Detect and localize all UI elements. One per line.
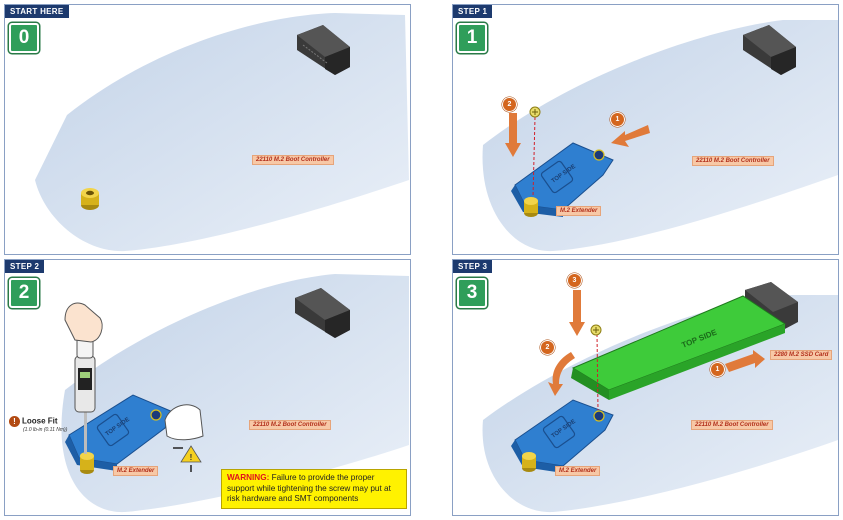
ssd-card-icon [571, 295, 787, 400]
standoff-icon [522, 452, 536, 472]
background-board [35, 13, 409, 252]
panel-step-2: STEP 2 2 TOP SIDE [4, 259, 411, 516]
alignment-line [596, 333, 599, 411]
extender-label: M.2 Extender [555, 466, 601, 476]
loose-fit-note: !Loose Fit (1.0 lb-in (0.11 Nm)) [9, 416, 67, 433]
extender-label: M.2 Extender [556, 206, 602, 216]
warning-triangle-icon: ! [180, 445, 202, 463]
standoff-icon [524, 197, 538, 217]
screw-icon [590, 324, 602, 336]
m2-extender-icon [65, 394, 174, 471]
svg-text:!: ! [190, 453, 193, 462]
standoff-icon [80, 452, 94, 474]
arrow-down-icon [505, 113, 521, 157]
step-number: 2 [9, 278, 39, 308]
step-number: 1 [457, 23, 487, 53]
m2-connector-icon [295, 288, 350, 338]
screw-icon [529, 106, 541, 118]
ssd-label: 2280 M.2 SSD Card [770, 350, 833, 360]
panel-2-art: TOP SIDE ! [64, 288, 350, 474]
background-board [61, 274, 410, 513]
controller-label: 22110 M.2 Boot Controller [249, 420, 331, 430]
controller-label: 22110 M.2 Boot Controller [691, 420, 773, 430]
badge-2: 2 [502, 97, 517, 112]
loose-fit-torque: (1.0 lb-in (0.11 Nm)) [23, 427, 68, 433]
step-number: 0 [9, 23, 39, 53]
controller-label: 22110 M.2 Boot Controller [692, 156, 774, 166]
panel-1-art: TOP SIDE [505, 25, 796, 217]
arrow-left-icon [611, 125, 650, 147]
loose-fit-title: Loose Fit [22, 416, 58, 426]
torque-screwdriver-icon [64, 302, 103, 454]
step-tag: START HERE [5, 5, 69, 18]
m2-connector-icon [297, 25, 350, 75]
panel-step-1: STEP 1 1 TOP SIDE 1 2 22110 M.2 Boot Con… [452, 4, 839, 255]
warning-label: WARNING: [227, 473, 270, 482]
warning-text: Failure to provide the proper support wh… [227, 473, 391, 503]
warning-box: WARNING: Failure to provide the proper s… [221, 469, 407, 509]
alert-icon: ! [9, 416, 20, 427]
panel-start-here: START HERE 0 22110 M.2 Boot Controller [4, 4, 411, 255]
alignment-line [532, 116, 536, 198]
badge-1: 1 [610, 112, 625, 127]
arrow-right-icon [725, 350, 765, 372]
arrow-down-icon [569, 290, 585, 336]
controller-label: 22110 M.2 Boot Controller [252, 155, 334, 165]
standoff-icon [81, 188, 99, 210]
step-tag: STEP 1 [453, 5, 493, 18]
panel-3-art: TOP SIDE TOP SIDE [511, 282, 798, 473]
badge-2: 2 [540, 340, 555, 355]
step-tag: STEP 3 [453, 260, 493, 273]
panel-step-3: STEP 3 3 TOP SIDE TOP SIDE [452, 259, 839, 516]
support-hand-icon [164, 404, 204, 441]
m2-connector-icon [743, 25, 796, 75]
arrow-curve-icon [548, 352, 575, 396]
step-number: 3 [457, 278, 487, 308]
step-tag: STEP 2 [5, 260, 45, 273]
m2-connector-icon [745, 282, 798, 330]
extender-label: M.2 Extender [113, 466, 159, 476]
badge-1: 1 [710, 362, 725, 377]
badge-3: 3 [567, 273, 582, 288]
panel-0-art [81, 25, 350, 210]
